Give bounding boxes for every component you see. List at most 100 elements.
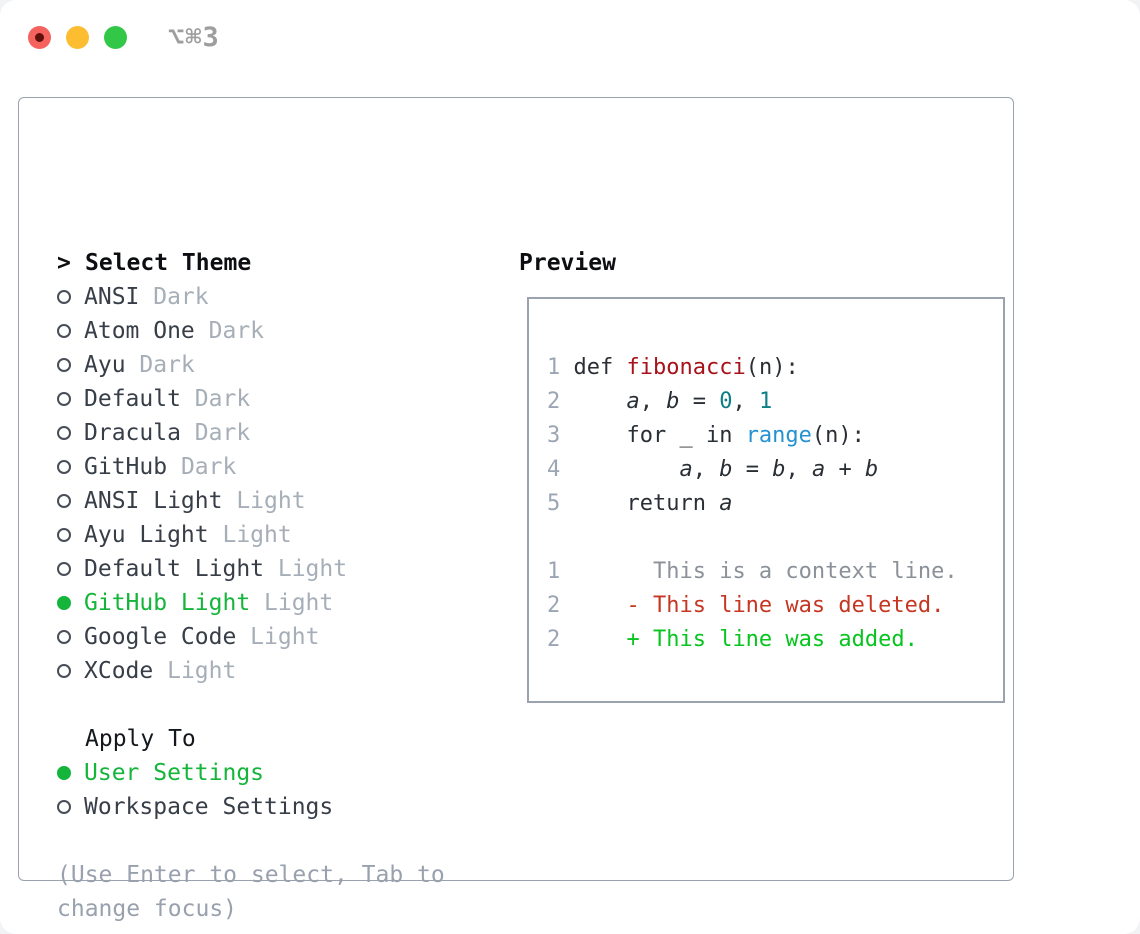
code-segment-code: , [732,389,759,414]
theme-name: Default [84,386,181,412]
radio-icon [57,528,71,542]
line-number: 5 [547,491,574,516]
theme-variant: Dark [139,284,209,310]
theme-variant: Dark [125,352,195,378]
radio-icon [57,664,71,678]
theme-variant: Dark [180,386,251,412]
theme-option[interactable]: Default Dark [57,382,445,416]
minimize-button[interactable] [66,26,89,49]
code-line: 5 return a [547,487,1003,521]
hint-line: (Use Enter to select, Tab to [57,862,445,888]
code-segment-code: , [639,389,667,414]
theme-option[interactable]: Atom One Dark [57,314,445,348]
code-segment-var: a [679,457,693,482]
theme-name: Atom One [84,318,195,344]
code-line: 1 def fibonacci(n): [547,351,1003,385]
close-button[interactable] [28,26,51,49]
code-line: 2 a, b = 0, 1 [547,385,1003,419]
theme-option[interactable]: GitHub Light Light [57,586,445,620]
line-number: 4 [547,457,574,482]
apply-option-label: User Settings [84,760,265,786]
radio-icon [57,494,71,508]
code-line: 4 a, b = b, a + b [547,453,1003,487]
theme-option[interactable]: Ayu Dark [57,348,445,382]
theme-option[interactable]: ANSI Light Light [57,484,445,518]
theme-option[interactable]: Default Light Light [57,552,445,586]
theme-option[interactable]: ANSI Dark [57,280,445,314]
theme-option[interactable]: Dracula Dark [57,416,445,450]
theme-option[interactable]: Google Code Light [57,620,445,654]
code-segment-var: b [719,457,733,482]
radio-icon [57,324,71,338]
theme-option[interactable]: Ayu Light Light [57,518,445,552]
apply-to-header: Apply To [85,726,196,752]
line-number [547,525,574,550]
code-line: 2 + This line was added. [547,623,1003,657]
theme-variant: Dark [194,318,265,344]
apply-option[interactable]: Workspace Settings [57,790,445,824]
code-segment-context: This is a context line. [573,559,958,584]
code-segment-var: a [626,389,640,414]
theme-name: GitHub Light [84,590,251,616]
theme-variant: Light [208,522,292,548]
theme-variant: Light [153,658,237,684]
theme-option[interactable]: XCode Light [57,654,445,688]
line-number: 2 [547,593,574,618]
code-segment-var: b [666,389,680,414]
code-segment-code [574,389,627,414]
theme-variant: Light [264,556,348,582]
code-segment-var: b [772,457,786,482]
code-segment-deleted: - This line was deleted. [573,593,945,618]
theme-variant: Light [222,488,306,514]
apply-option-label: Workspace Settings [84,794,334,820]
select-theme-title: Select Theme [85,250,252,276]
code-segment-builtin: range [745,423,812,448]
theme-variant: Light [250,590,334,616]
code-segment-code: , [785,457,812,482]
code-segment-number: 0 [719,389,733,414]
theme-name: Dracula [84,420,181,446]
theme-name: XCode [84,658,154,684]
theme-name: GitHub [84,454,168,480]
line-number: 1 [547,355,574,380]
theme-option[interactable]: GitHub Dark [57,450,445,484]
theme-name: Default Light [84,556,265,582]
preview-title: Preview [519,250,616,276]
spacer [57,688,445,722]
code-segment-code: = [732,457,773,482]
code-segment-code: for _ in [573,423,746,448]
radio-icon [57,460,71,474]
radio-icon [57,800,71,814]
code-segment-code: (n): [745,355,799,380]
theme-name: ANSI [84,284,140,310]
code-segment-var: a [811,457,826,482]
code-segment-code: , [692,457,720,482]
code-segment-number: 1 [758,389,773,414]
radio-icon [57,290,71,304]
code-line [547,521,1003,555]
code-segment-code: def [573,355,627,380]
code-line: 3 for _ in range(n): [547,419,1003,453]
theme-variant: Light [236,624,320,650]
radio-icon [57,358,71,372]
radio-icon [57,426,71,440]
apply-option[interactable]: User Settings [57,756,445,790]
code-line: 1 This is a context line. [547,555,1003,589]
code-line: 2 - This line was deleted. [547,589,1003,623]
code-segment-var: b [864,457,879,482]
window-title: ⌥⌘3 [168,22,220,53]
code-segment-code [574,457,680,482]
code-segment-code: + [825,457,865,482]
radio-selected-icon [57,596,71,610]
radio-icon [57,392,71,406]
code-segment-code: = [679,389,720,414]
line-number: 1 [547,559,574,584]
zoom-button[interactable] [104,26,127,49]
theme-name: Ayu Light [84,522,209,548]
code-segment-var: a [719,491,733,516]
code-segment-code: (n): [811,423,865,448]
